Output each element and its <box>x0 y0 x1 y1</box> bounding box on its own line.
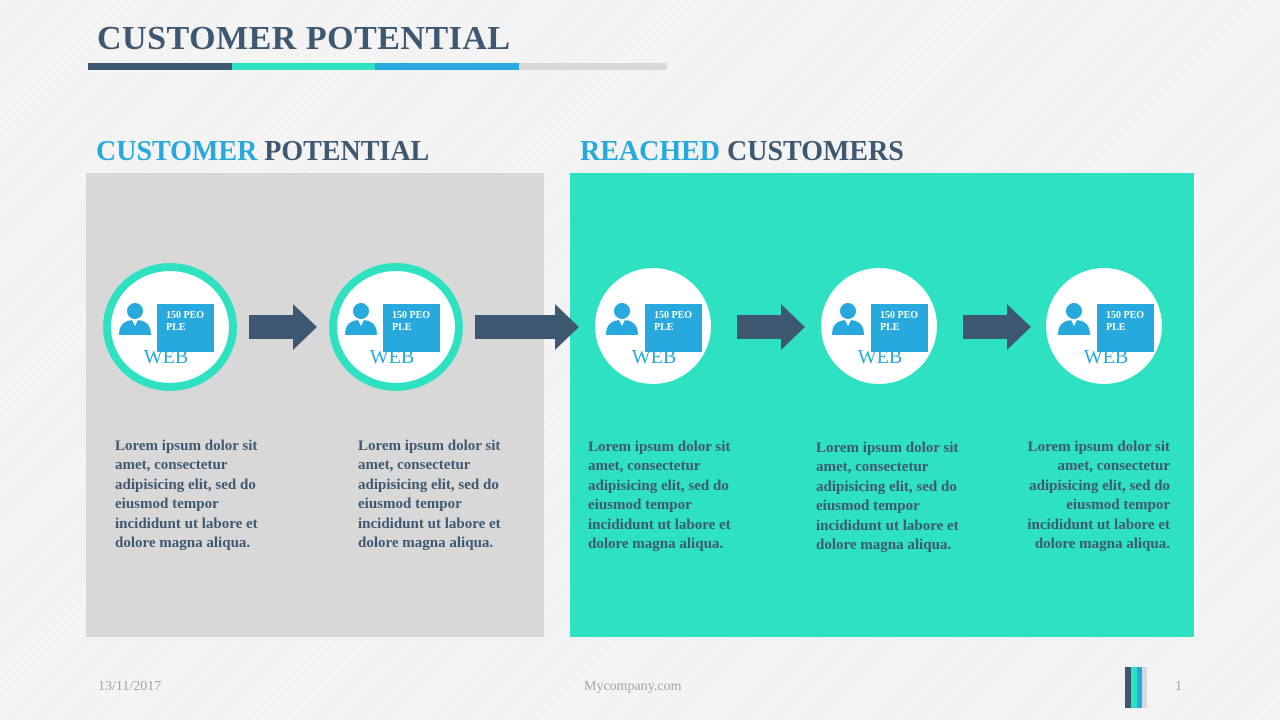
arrow-right-icon <box>963 304 1031 350</box>
stripe-teal <box>1131 667 1137 708</box>
node-label-3: WEB <box>631 346 677 368</box>
section-heading-right-main: CUSTOMERS <box>720 136 904 167</box>
node-label-1: WEB <box>143 346 189 368</box>
people-count-badge-4: 150 PEOPLE <box>871 304 928 352</box>
node-description-5: Lorem ipsum dolor sit amet, consectetur … <box>1027 439 1170 553</box>
reached-customers-panel <box>570 173 1194 637</box>
section-heading-left-accent: CUSTOMER <box>96 136 258 167</box>
person-icon <box>1058 303 1090 335</box>
person-icon <box>606 303 638 335</box>
stripe-blue <box>1137 667 1142 708</box>
customer-potential-panel <box>86 173 544 637</box>
title-underline <box>88 63 667 70</box>
people-count-badge-5: 150 PEOPLE <box>1097 304 1154 352</box>
node-description-4: Lorem ipsum dolor sit amet, consectetur … <box>816 440 959 554</box>
section-heading-right: REACHED CUSTOMERS <box>580 136 904 168</box>
people-count-badge-3: 150 PEOPLE <box>645 304 702 352</box>
underline-segment-blue <box>375 63 519 70</box>
node-description-1: Lorem ipsum dolor sit amet, consectetur … <box>115 438 258 552</box>
people-count-badge-2: 150 PEOPLE <box>383 304 440 352</box>
section-heading-left: CUSTOMER POTENTIAL <box>96 136 429 168</box>
node-label-2: WEB <box>369 346 415 368</box>
arrow-right-icon <box>737 304 805 350</box>
person-icon <box>832 303 864 335</box>
stripe-navy <box>1125 667 1131 708</box>
underline-segment-teal <box>232 63 375 70</box>
arrow-right-icon <box>249 304 317 350</box>
section-heading-right-accent: REACHED <box>580 136 721 167</box>
people-count-badge-1: 150 PEOPLE <box>157 304 214 352</box>
footer-company: Mycompany.com <box>584 679 682 694</box>
node-label-5: WEB <box>1083 346 1129 368</box>
node-description-3: Lorem ipsum dolor sit amet, consectetur … <box>588 439 731 553</box>
page-number: 1 <box>1175 679 1182 694</box>
footer-date: 13/11/2017 <box>98 679 162 694</box>
person-icon <box>119 303 151 335</box>
arrow-right-icon <box>475 304 579 350</box>
underline-segment-navy <box>88 63 232 70</box>
node-label-4: WEB <box>857 346 903 368</box>
section-heading-left-main: POTENTIAL <box>257 136 430 167</box>
person-icon <box>345 303 377 335</box>
footer-stripes <box>1125 667 1147 708</box>
stripe-gray <box>1142 667 1147 708</box>
underline-segment-gray <box>519 63 667 70</box>
node-description-2: Lorem ipsum dolor sit amet, consectetur … <box>358 438 501 552</box>
slide-title: CUSTOMER POTENTIAL <box>97 20 511 57</box>
